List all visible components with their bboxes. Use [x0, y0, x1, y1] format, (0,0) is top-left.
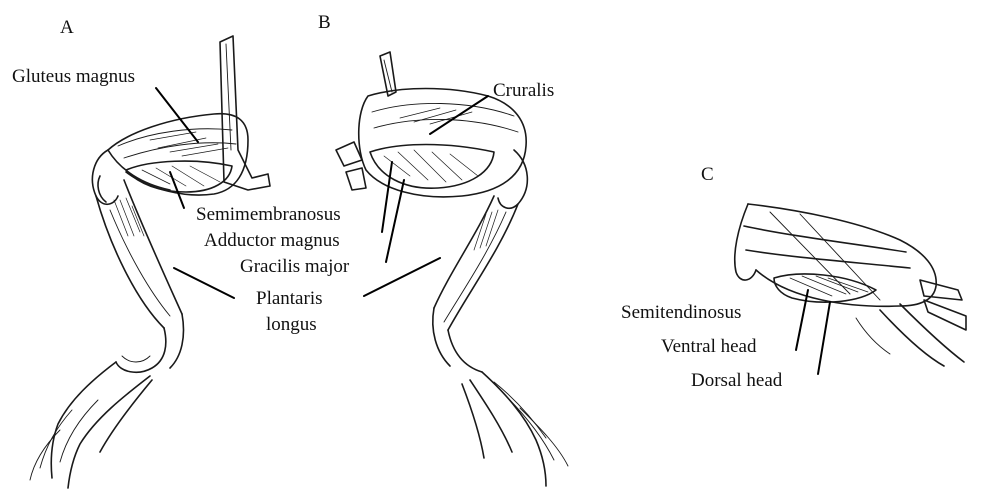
- leader-dorsal-head: [818, 302, 830, 374]
- label-semitendinosus: Semitendinosus: [621, 302, 741, 323]
- leader-gracilis-major: [386, 180, 404, 262]
- panel-label-a: A: [60, 17, 74, 38]
- label-adductor-magnus: Adductor magnus: [204, 230, 340, 251]
- label-gluteus-magnus: Gluteus magnus: [12, 66, 135, 87]
- label-plantaris-longus-line2: longus: [266, 314, 317, 335]
- label-dorsal-head: Dorsal head: [691, 370, 783, 391]
- panel-label-c: C: [701, 164, 714, 185]
- panel-label-b: B: [318, 12, 331, 33]
- panel-b-leg-illustration: [336, 52, 568, 486]
- leader-plantaris-longus-b: [364, 258, 440, 296]
- label-gracilis-major: Gracilis major: [240, 256, 350, 277]
- leader-gluteus-magnus: [156, 88, 198, 142]
- panel-a-leg-illustration: [30, 36, 270, 488]
- leader-plantaris-longus-a: [174, 268, 234, 298]
- label-semimembranosus: Semimembranosus: [196, 204, 341, 225]
- label-cruralis: Cruralis: [493, 80, 554, 101]
- label-ventral-head: Ventral head: [661, 336, 757, 357]
- leader-semimembranosus: [170, 172, 184, 208]
- panel-c-thigh-illustration: [735, 204, 966, 366]
- label-plantaris-longus-line1: Plantaris: [256, 288, 323, 309]
